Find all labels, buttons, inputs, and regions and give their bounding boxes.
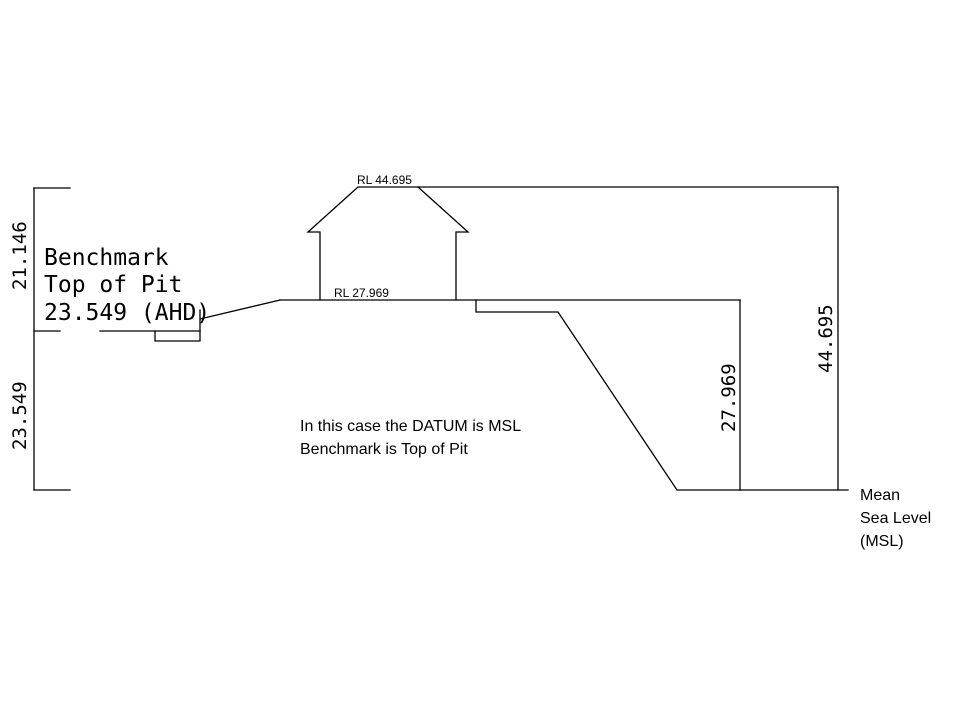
dimension-ground-right: 27.969 xyxy=(718,363,740,432)
msl-label: Mean Sea Level (MSL) xyxy=(860,487,931,550)
ground-surface xyxy=(279,299,741,491)
benchmark-label-line3: 23.549 (AHD) xyxy=(44,300,210,326)
msl-label-line1: Mean xyxy=(860,487,900,504)
rl-top-label: RL 44.695 xyxy=(357,173,412,187)
benchmark-label-line1: Benchmark xyxy=(44,245,169,271)
left-dimension-lines xyxy=(33,187,71,491)
benchmark-label: Benchmark Top of Pit 23.549 (AHD) xyxy=(44,245,210,326)
msl-label-line2: Sea Level xyxy=(860,510,931,527)
right-dimension-lines xyxy=(417,186,849,491)
dimension-lower-left: 23.549 xyxy=(9,381,31,450)
datum-note-line2: Benchmark is Top of Pit xyxy=(300,441,468,458)
excavation-slope xyxy=(475,299,741,491)
benchmark-label-line2: Top of Pit xyxy=(44,272,182,298)
benchmark-pit-shape xyxy=(99,299,281,342)
house-outline xyxy=(306,186,470,301)
dimension-upper-left: 21.146 xyxy=(9,221,31,290)
datum-note-line1: In this case the DATUM is MSL xyxy=(300,418,521,435)
rl-ground-label: RL 27.969 xyxy=(334,286,389,300)
msl-label-line3: (MSL) xyxy=(860,533,904,550)
dimension-top-right: 44.695 xyxy=(815,304,837,373)
datum-note: In this case the DATUM is MSL Benchmark … xyxy=(300,418,521,458)
